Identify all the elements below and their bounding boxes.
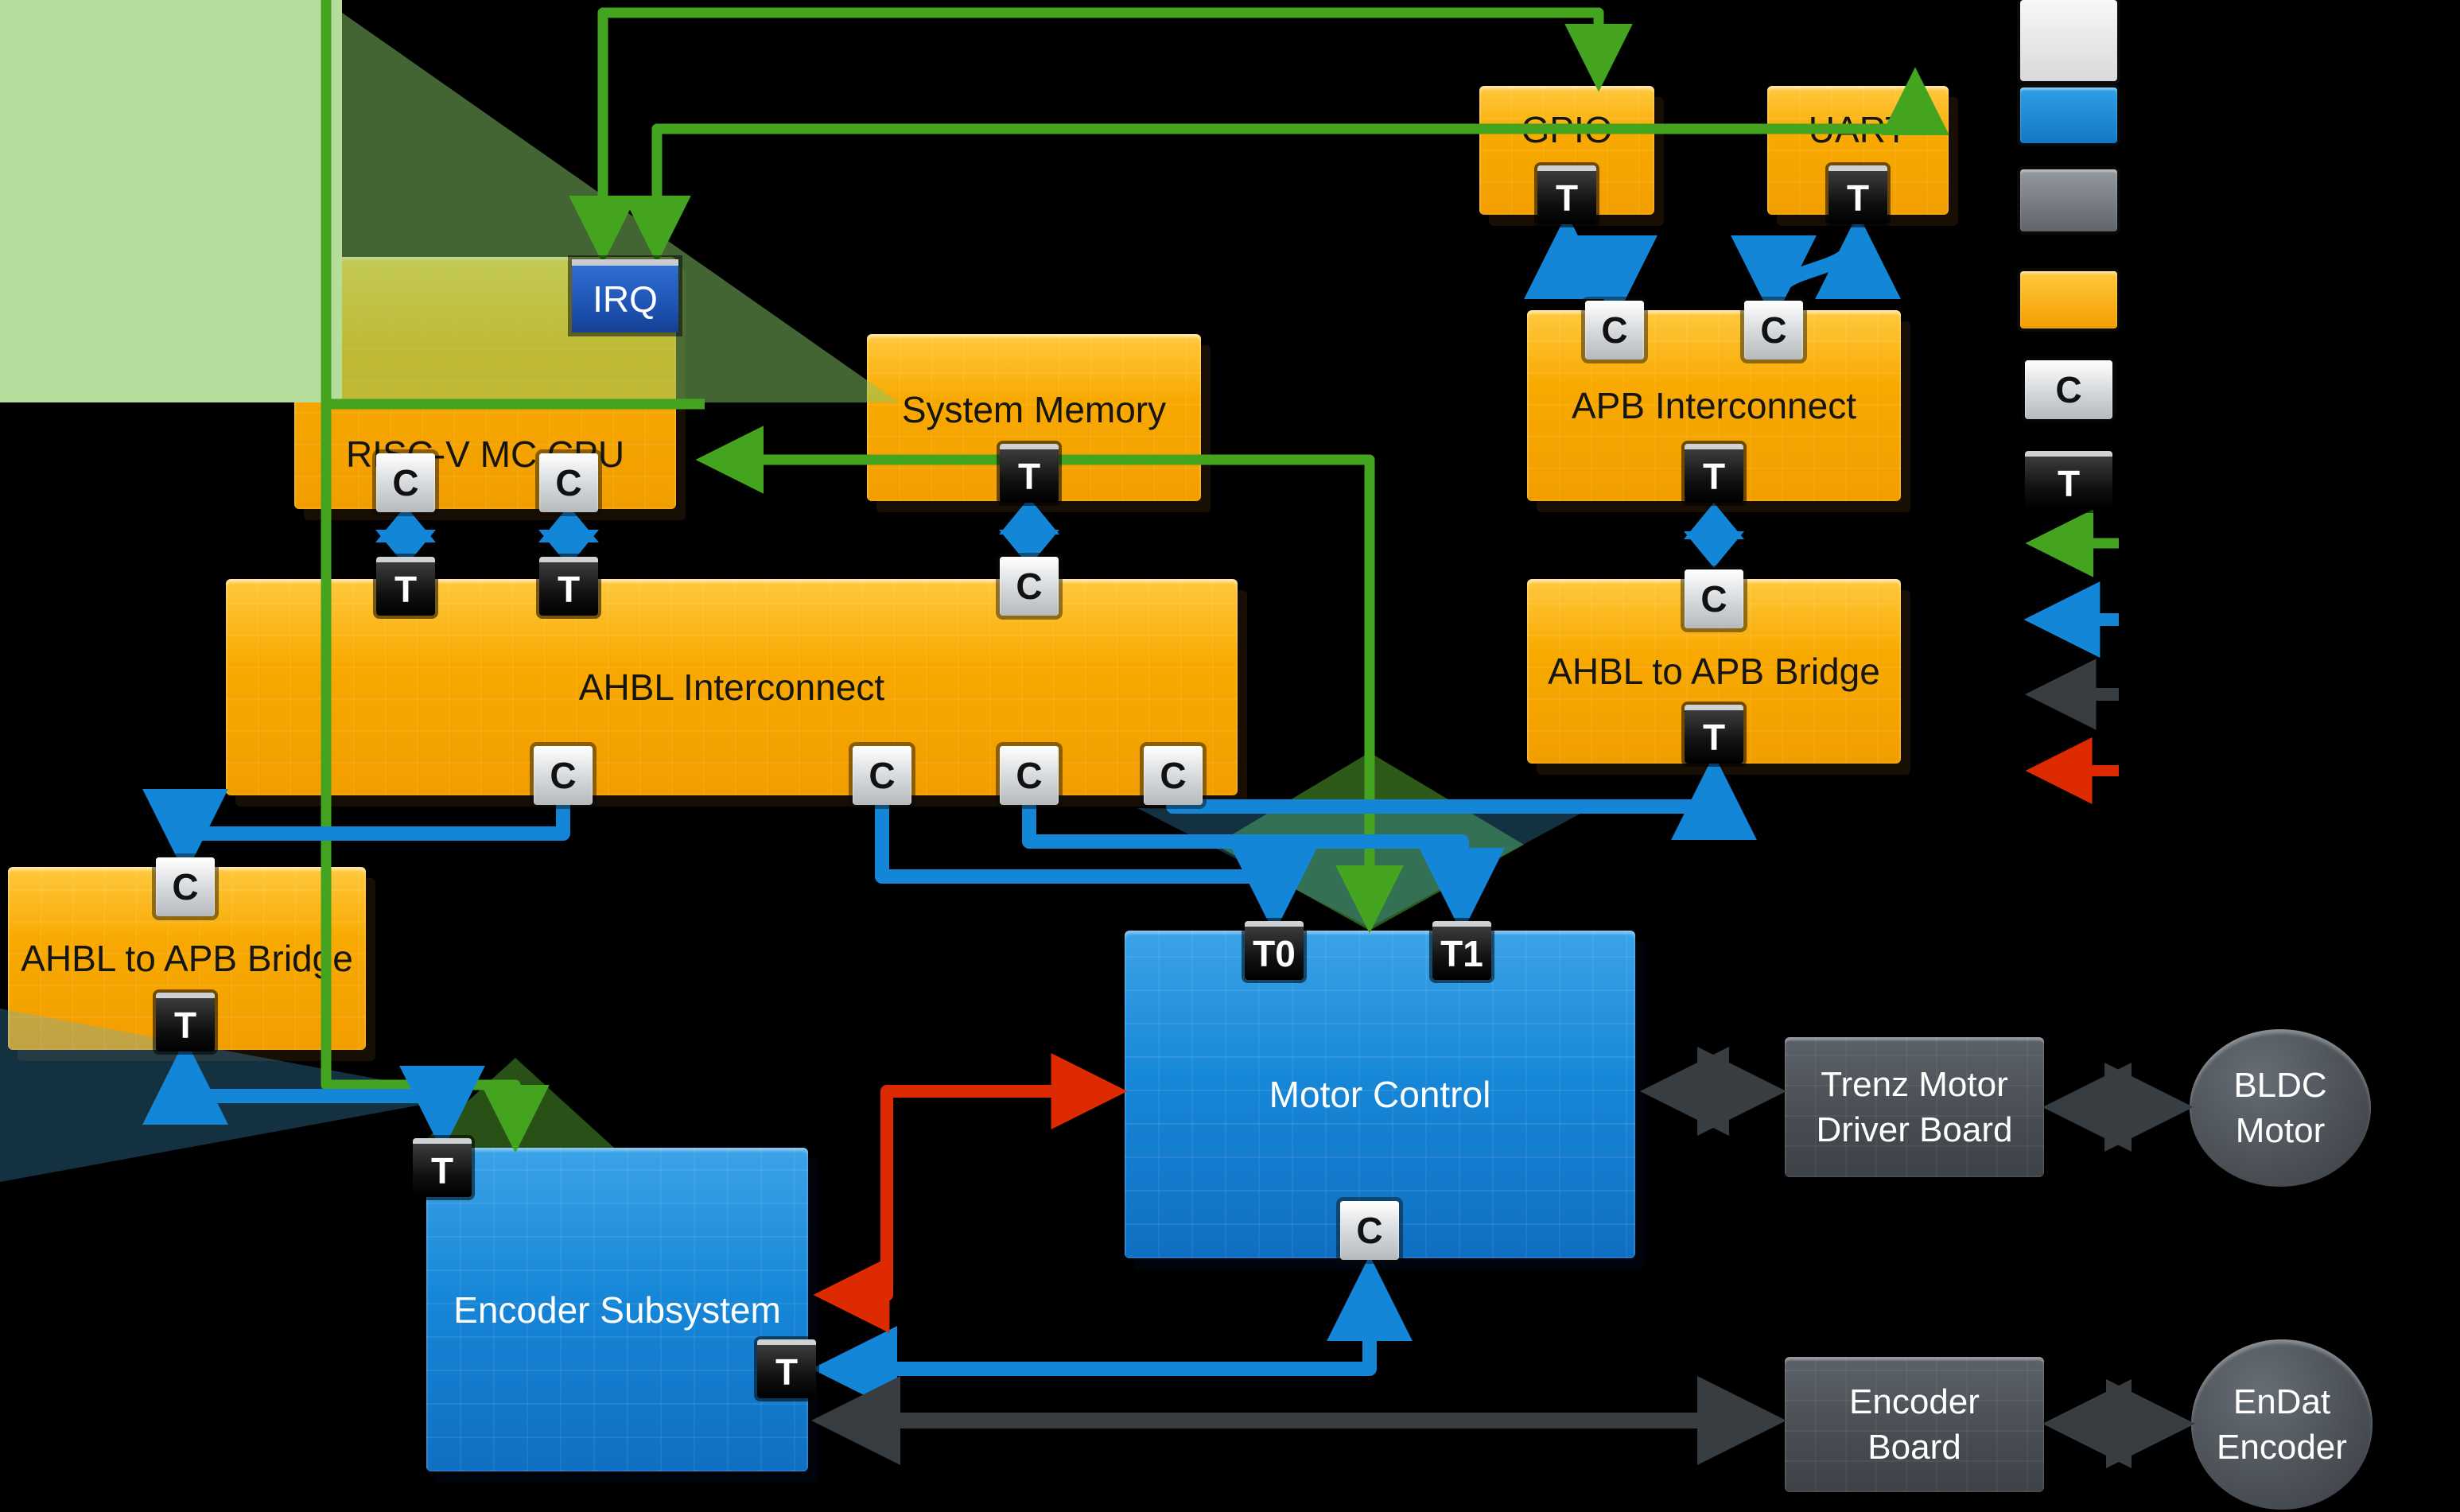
- apb-controller-port-1: C: [1585, 301, 1644, 360]
- ahbl-to-t1-line: [1022, 805, 1505, 934]
- encoder-target-port-top: T: [413, 1138, 472, 1197]
- pale-green-area: [0, 0, 342, 402]
- ahbl-to-bridge-right-line: [1166, 754, 1757, 841]
- target-port-swatch: T: [2025, 451, 2112, 510]
- encoder-target-port-right: T: [757, 1339, 816, 1398]
- bridge-left-controller-port: C: [156, 857, 215, 916]
- ahbl-controller-port-b3: C: [1000, 746, 1059, 805]
- bridge-right-target-port: T: [1685, 705, 1743, 764]
- bridge-right-controller-port: C: [1685, 569, 1743, 628]
- uart-apb-curve: [1731, 213, 1901, 321]
- cpu-controller-port-2: C: [539, 453, 598, 512]
- ahbl-controller-port-top: C: [1000, 557, 1059, 616]
- white-module-swatch: [2020, 0, 2117, 81]
- gray-module-swatch: [2020, 169, 2117, 231]
- irq-port: IRQ: [572, 259, 678, 332]
- blue-diamond-arrows: [375, 498, 1744, 568]
- motor-to-encoder-line: [811, 1255, 1413, 1412]
- orange-module-swatch: [2020, 271, 2117, 328]
- cpu-controller-port-1: C: [376, 453, 435, 512]
- ahbl-controller-port-b2: C: [853, 746, 911, 805]
- ahbl-controller-port-b1: C: [534, 746, 593, 805]
- gpio-apb-curve: [1524, 213, 1657, 321]
- green-haze: [342, 13, 899, 402]
- apb-bridge-diamond: [1684, 503, 1744, 539]
- irq-motor-control-line: [695, 426, 1404, 934]
- ahbl-target-port-1: T: [376, 557, 435, 616]
- irq-uart-line: [623, 67, 1949, 264]
- motor-control-controller-port: C: [1340, 1201, 1399, 1260]
- ahbl-to-t0-line: [875, 805, 1317, 934]
- uart-target-port: T: [1828, 165, 1887, 224]
- ahbl-target-port-2: T: [539, 557, 598, 616]
- bridge-left-to-encoder-line: [142, 1039, 485, 1152]
- glow-shapes: [0, 0, 1591, 1182]
- apb-controller-port-2: C: [1744, 301, 1803, 360]
- ahbl-to-bridge-left-line: [142, 788, 570, 875]
- gpio-target-port: T: [1537, 165, 1596, 224]
- system-memory-target-port: T: [1000, 444, 1059, 503]
- encoder-motor-red-line: [813, 1053, 1128, 1333]
- legend-arrow-samples: [2023, 509, 2119, 804]
- controller-port-swatch: C: [2025, 360, 2112, 419]
- blue-haze-1: [1137, 808, 1591, 927]
- sysmem-diamond: [999, 498, 1059, 534]
- blue-module-swatch: [2020, 87, 2117, 143]
- dark-external-links: [810, 1046, 2196, 1469]
- irq-gpio-line: [569, 7, 1633, 264]
- ahbl-controller-port-b4: C: [1144, 746, 1203, 805]
- motor-control-t0-port: T0: [1245, 921, 1304, 980]
- bridge-left-target-port: T: [156, 993, 215, 1051]
- motor-control-t1-port: T1: [1432, 921, 1491, 980]
- blue-bus-lines: [142, 213, 1901, 1412]
- apb-target-port: T: [1685, 444, 1743, 503]
